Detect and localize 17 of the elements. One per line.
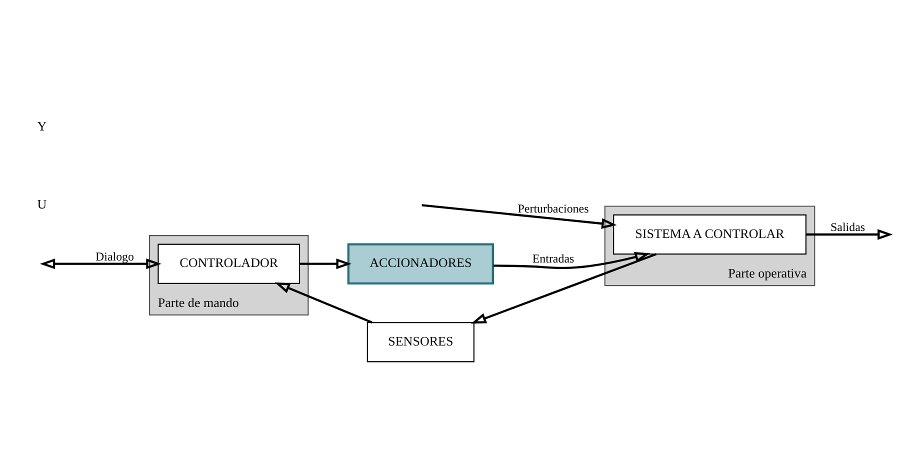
label: Y: [37, 118, 47, 134]
node-box: CONTROLADOR: [158, 244, 300, 284]
edge-label: Entradas: [532, 252, 574, 266]
arrow: [300, 258, 352, 270]
edge-label: Dialogo: [96, 249, 134, 264]
label: U: [37, 196, 47, 212]
edge-label: Salidas: [830, 220, 866, 234]
node-box: ACCIONADORES: [347, 243, 494, 284]
edge-label: Perturbaciones: [518, 202, 589, 216]
arrow: [40, 258, 162, 270]
arrow: [274, 282, 372, 324]
node-box: SISTEMA A CONTROLAR: [613, 214, 806, 255]
arrow: [470, 253, 657, 324]
arrow: [806, 229, 893, 240]
arrow: [422, 204, 617, 229]
arrow: [493, 252, 650, 270]
node-box: SENSORES: [366, 322, 474, 362]
